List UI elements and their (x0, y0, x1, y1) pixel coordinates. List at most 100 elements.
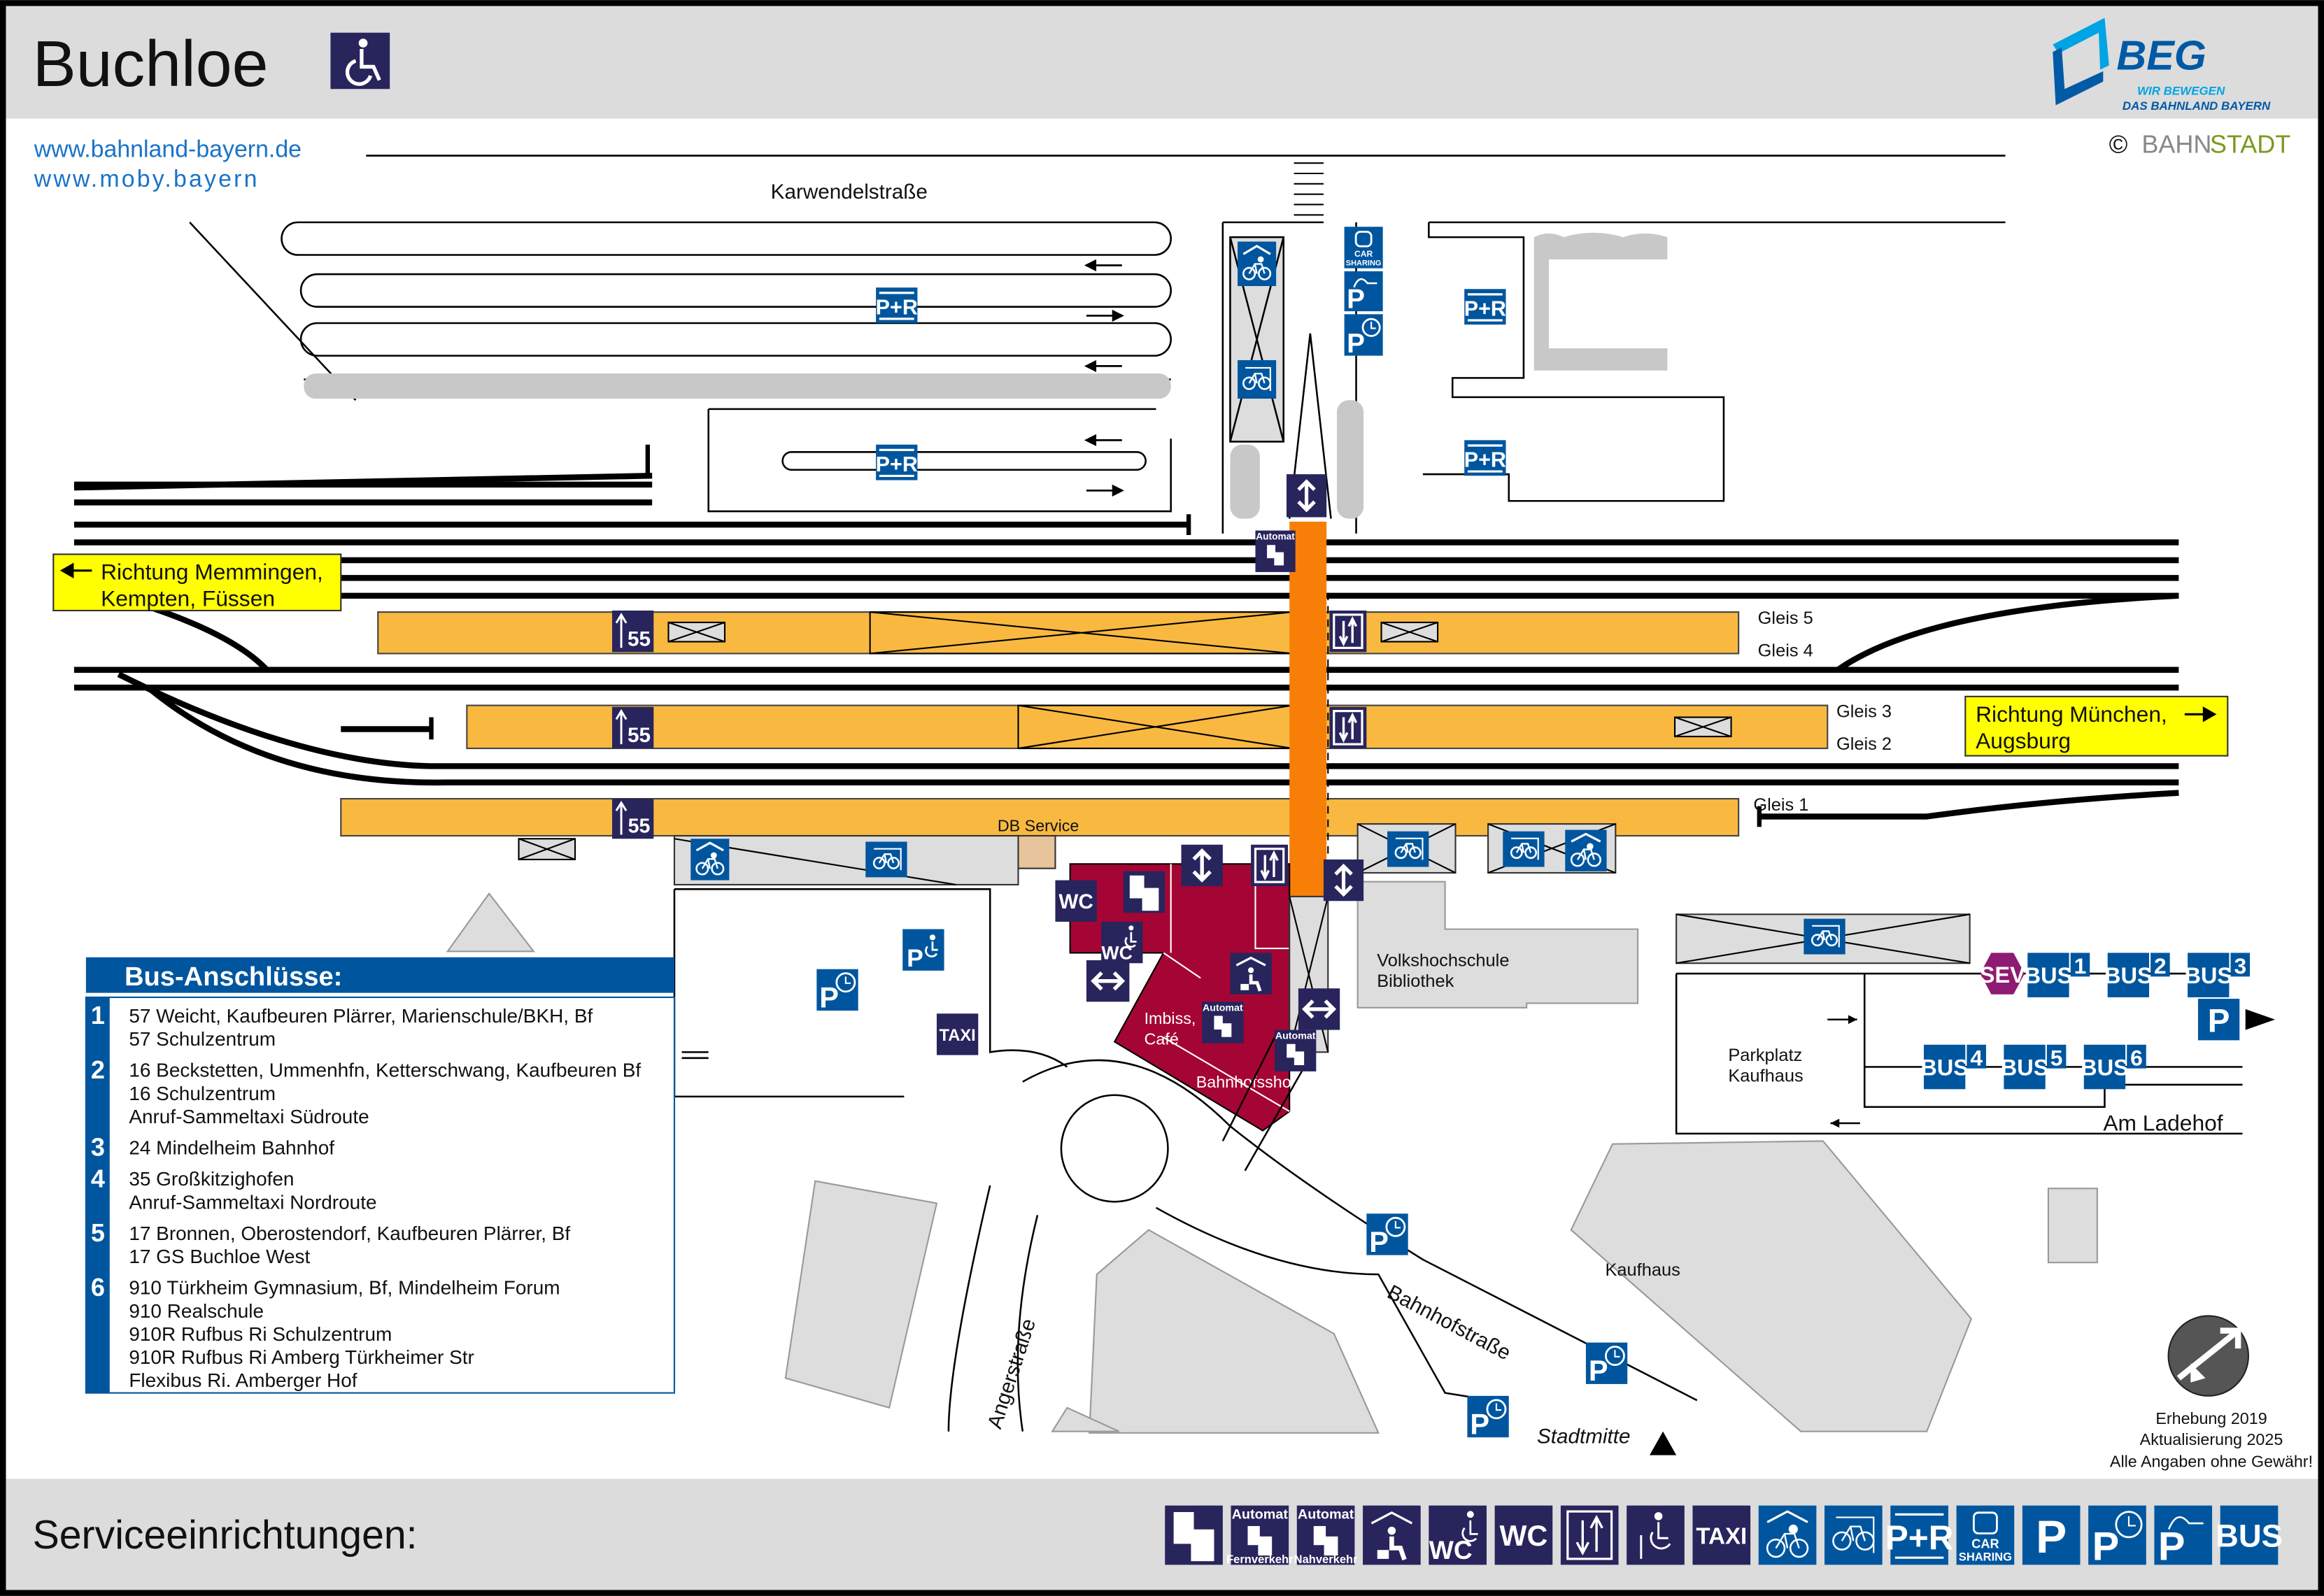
bus-stop-number: 6 (2127, 1044, 2146, 1070)
legend-bus-icon: BUS (2216, 1505, 2283, 1565)
street-karwendelstrasse: Karwendelstraße (771, 180, 928, 204)
svg-text:Augsburg: Augsburg (1976, 728, 2071, 753)
icon-label: 2 (1198, 1535, 1207, 1554)
icon-label: BUS (2184, 962, 2232, 988)
bus-stop-1-icon: BUS (2025, 953, 2072, 997)
note-update: Aktualisierung 2025 (2140, 1430, 2283, 1448)
legend-accessible-wc-icon: WC (1429, 1505, 1487, 1565)
header-band (4, 4, 2320, 119)
bus-route-line: 57 Schulzentrum (129, 1028, 276, 1050)
icon-label: P (2208, 1003, 2230, 1040)
track-label-gleis-2: Gleis 2 (1836, 734, 1892, 754)
link-bahnland[interactable]: www.bahnland-bayern.de (34, 136, 302, 163)
surroundings (446, 881, 2276, 1455)
page-title: Buchloe (33, 27, 269, 100)
icon-label: BUS (1920, 1054, 1969, 1080)
bus-stop-number: 2 (2151, 953, 2170, 978)
icon-label: P (2092, 1525, 2120, 1569)
bus-route-line: 16 Schulzentrum (129, 1083, 276, 1104)
legend-short-term-parking-icon: P (2088, 1505, 2146, 1569)
bike-locker-icon (1238, 241, 1277, 287)
icon-label: CAR (1971, 1537, 1999, 1551)
taxi-icon: TAXI (936, 1013, 979, 1055)
bahnstadt-copyright: © BAHN STADT (2109, 129, 2290, 158)
rail-replacement-bus-icon: SEV (1980, 953, 2026, 995)
accessible-wc-icon: WC (1101, 921, 1143, 963)
bus-route-line: Anruf-Sammeltaxi Südroute (129, 1106, 369, 1127)
bus-route-line: Anruf-Sammeltaxi Nordroute (129, 1191, 376, 1213)
bus-stop-6-icon: BUS (2081, 1044, 2129, 1090)
bus-route-line: 910 Realschule (129, 1300, 264, 1322)
icon-label: Nahverkehr (1294, 1553, 1358, 1566)
bus-stop-3-icon: BUS (2184, 953, 2232, 997)
icon-label: 1 (1218, 1018, 1222, 1027)
escalator-icon (1329, 610, 1367, 653)
icon-label: 1 (1319, 1530, 1324, 1541)
wc-icon: WC (1055, 880, 1097, 922)
icon-label: 1 (1270, 548, 1275, 555)
bus-stop-number-label: 2 (2154, 953, 2167, 978)
stairs-icon (1286, 474, 1327, 518)
wheelchair-access-icon (330, 32, 390, 90)
icon-label: 2 (1297, 1054, 1301, 1062)
bus-route-line: 16 Beckstetten, Ummenhfn, Ketterschwang,… (129, 1060, 641, 1081)
legend-waiting-room-icon (1363, 1505, 1421, 1565)
icon-label: 2 (1277, 555, 1281, 563)
place-bibliothek: Bibliothek (1377, 971, 1454, 991)
icon-label: P (1347, 329, 1365, 359)
bus-route-line: 24 Mindelheim Bahnhof (129, 1137, 334, 1159)
link-moby[interactable]: www.moby.bayern (34, 166, 260, 192)
icon-label: 55 (628, 627, 651, 650)
svg-text:Richtung München,: Richtung München, (1976, 701, 2167, 727)
icon-label: BUS (2001, 1054, 2049, 1080)
park-and-ride-icon: P+R (876, 444, 918, 480)
short-term-parking-icon: P (1344, 314, 1383, 359)
short-term-parking-icon: P (1366, 1213, 1408, 1258)
icon-label: 2 (1147, 891, 1154, 905)
legend-bike-parking-icon (1825, 1505, 1883, 1565)
lane-arrows (1084, 259, 1124, 497)
track-label-gleis-5: Gleis 5 (1758, 608, 1813, 628)
icon-label: TAXI (939, 1027, 975, 1045)
icon-label: P+R (1464, 448, 1506, 471)
direction-memmingen: Richtung Memmingen, Kempten, Füssen (52, 553, 342, 612)
place-parkplatz: Parkplatz (1728, 1046, 1802, 1065)
platform-gleis-4-5 (377, 611, 1740, 655)
bus-stop-number: 4 (1967, 1044, 1986, 1070)
hedge (304, 232, 1668, 519)
icon-label: P+R (876, 295, 918, 319)
legend-parking-icon: P (2022, 1505, 2081, 1565)
platform-height-icon: 55 (611, 706, 654, 749)
icon-label: SEV (1980, 962, 2026, 988)
bus-route-line: 910R Rufbus Ri Amberg Türkheimer Str (129, 1346, 474, 1368)
short-term-parking-icon: P (1585, 1342, 1628, 1387)
icon-label: P+R (1464, 297, 1506, 320)
icon-label: SHARING (1959, 1550, 2012, 1563)
note-disclaimer: Alle Angaben ohne Gewähr! (2110, 1453, 2313, 1471)
bike-locker-icon (1565, 829, 1607, 871)
bike-parking-icon (865, 841, 907, 878)
icon-label: P (1470, 1407, 1489, 1440)
bike-parking-icon (1503, 831, 1545, 867)
icon-label: P (1589, 1354, 1608, 1387)
icon-label: 1 (1290, 1046, 1294, 1055)
place-volkshochschule: Volkshochschule (1377, 950, 1509, 970)
footer-title: Serviceeinrichtungen: (33, 1513, 418, 1558)
short-term-parking-icon: P (816, 969, 858, 1013)
svg-text:Kempten, Füssen: Kempten, Füssen (101, 586, 275, 611)
crosswalk (1294, 162, 1324, 216)
place-cafe: Café (1145, 1030, 1179, 1048)
bus-route-number: 5 (91, 1218, 105, 1247)
legend-taxi-icon: TAXI (1692, 1505, 1751, 1565)
svg-text:BEG: BEG (2116, 32, 2206, 79)
bus-stop-number-label: 1 (2074, 953, 2087, 978)
track-label-gleis-4: Gleis 4 (1758, 641, 1813, 661)
park-and-ride-icon: P+R (1464, 289, 1506, 325)
